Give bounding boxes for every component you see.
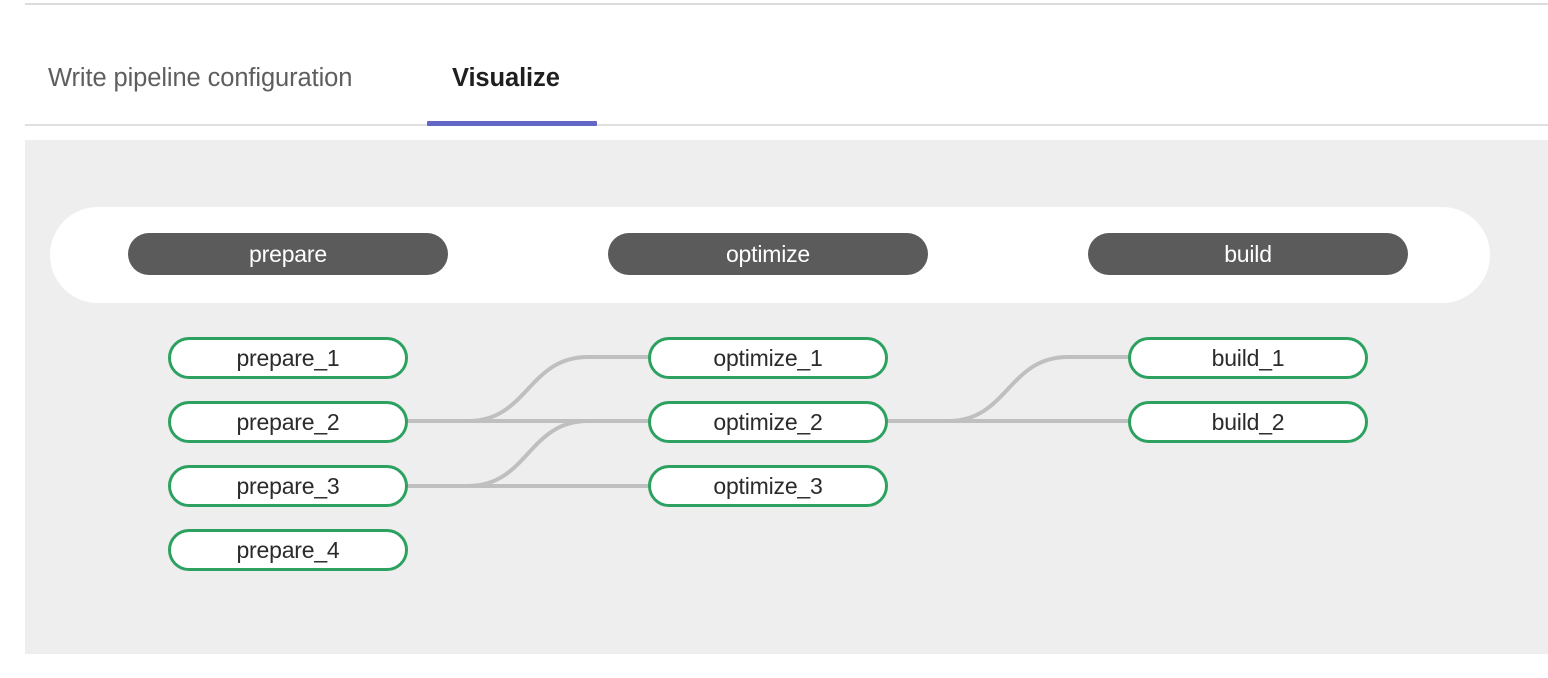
job-node-prepare_1-label: prepare_1: [236, 344, 340, 371]
tab-write-pipeline-configuration-label: Write pipeline configuration: [48, 63, 353, 92]
job-node-build_2[interactable]: build_2: [1128, 401, 1368, 443]
stage-header-optimize-label: optimize: [725, 240, 811, 267]
job-node-build_1[interactable]: build_1: [1128, 337, 1368, 379]
job-node-build_1-label: build_1: [1211, 344, 1285, 371]
job-node-prepare_4-label: prepare_4: [236, 536, 340, 563]
stage-header-prepare-label: prepare: [249, 240, 327, 267]
tab-bar-divider: [25, 124, 1548, 126]
tab-visualize[interactable]: Visualize: [452, 30, 560, 126]
stage-header-build[interactable]: build: [1088, 233, 1408, 275]
link-optimize_2-build_1: [886, 355, 1130, 423]
job-node-optimize_2[interactable]: optimize_2: [648, 401, 888, 443]
job-node-optimize_1[interactable]: optimize_1: [648, 337, 888, 379]
tab-visualize-label: Visualize: [452, 63, 560, 92]
job-node-prepare_2[interactable]: prepare_2: [168, 401, 408, 443]
job-node-optimize_3[interactable]: optimize_3: [648, 465, 888, 507]
pipeline-graph-panel: prepare optimize build prepare_1 prepare…: [25, 140, 1548, 654]
stage-header-optimize[interactable]: optimize: [608, 233, 928, 275]
stage-header-prepare[interactable]: prepare: [128, 233, 448, 275]
job-node-prepare_4[interactable]: prepare_4: [168, 529, 408, 571]
link-prepare_3-optimize_2: [406, 419, 650, 488]
top-divider: [25, 3, 1548, 5]
job-node-build_2-label: build_2: [1211, 408, 1285, 435]
job-node-prepare_1[interactable]: prepare_1: [168, 337, 408, 379]
job-node-optimize_2-label: optimize_2: [713, 408, 823, 435]
tab-write-pipeline-configuration[interactable]: Write pipeline configuration: [48, 30, 352, 126]
job-node-prepare_3-label: prepare_3: [236, 472, 340, 499]
job-node-prepare_2-label: prepare_2: [236, 408, 340, 435]
job-node-prepare_3[interactable]: prepare_3: [168, 465, 408, 507]
link-prepare_2-optimize_1: [406, 355, 650, 423]
job-node-optimize_3-label: optimize_3: [713, 472, 823, 499]
tab-bar: Write pipeline configuration Visualize: [25, 30, 1548, 126]
stage-header-build-label: build: [1224, 240, 1272, 267]
tab-active-indicator: [427, 121, 597, 126]
job-node-optimize_1-label: optimize_1: [713, 344, 823, 371]
